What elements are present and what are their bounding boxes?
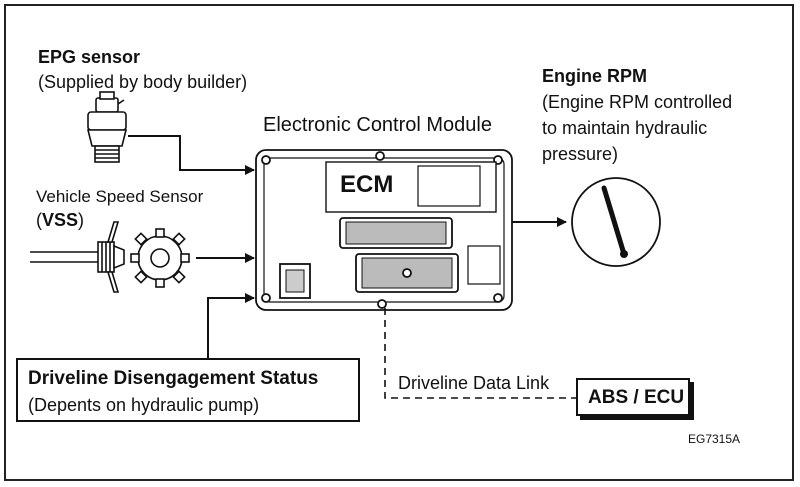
figure-code: EG7315A <box>688 432 741 446</box>
vss-abbr: VSS <box>42 210 79 230</box>
driveline-data-link-label: Driveline Data Link <box>398 373 550 393</box>
abs-ecu-box: ABS / ECU <box>576 378 690 416</box>
driveline-status-to-ecm-arrow <box>207 293 255 358</box>
engine-rpm-line2: to maintain hydraulic <box>542 118 708 138</box>
vss-label: Vehicle Speed Sensor <box>36 187 204 206</box>
epg-sensor-icon <box>86 91 128 163</box>
vss-abbr-line: (VSS) <box>36 209 84 231</box>
vss-open-paren: ( <box>36 210 42 230</box>
epg-to-ecm-arrow <box>128 135 255 175</box>
vss-probe-icon <box>30 221 125 293</box>
driveline-status-subtitle: (Depents on hydraulic pump) <box>28 395 260 415</box>
abs-ecu-label: ABS / ECU <box>588 387 685 408</box>
driveline-status-title: Driveline Disengagement Status <box>28 368 319 389</box>
engine-rpm-line3: pressure) <box>542 144 619 164</box>
figure-frame <box>4 4 794 481</box>
engine-rpm-title: Engine RPM <box>542 66 648 86</box>
driveline-data-link-line <box>384 308 576 399</box>
ecm-label: ECM <box>340 171 394 198</box>
epg-sensor-subtitle: (Supplied by body builder) <box>38 72 248 92</box>
ecm-caption: Electronic Control Module <box>263 114 492 136</box>
engine-rpm-line1: (Engine RPM controlled <box>542 92 733 112</box>
gear-icon <box>130 228 190 288</box>
epg-sensor-title: EPG sensor <box>38 47 141 67</box>
vss-close-paren: ) <box>78 210 85 230</box>
driveline-status-box: Driveline Disengagement Status (Depents … <box>16 358 360 422</box>
rpm-gauge-icon <box>571 177 661 267</box>
ecm-module-icon <box>255 149 513 311</box>
